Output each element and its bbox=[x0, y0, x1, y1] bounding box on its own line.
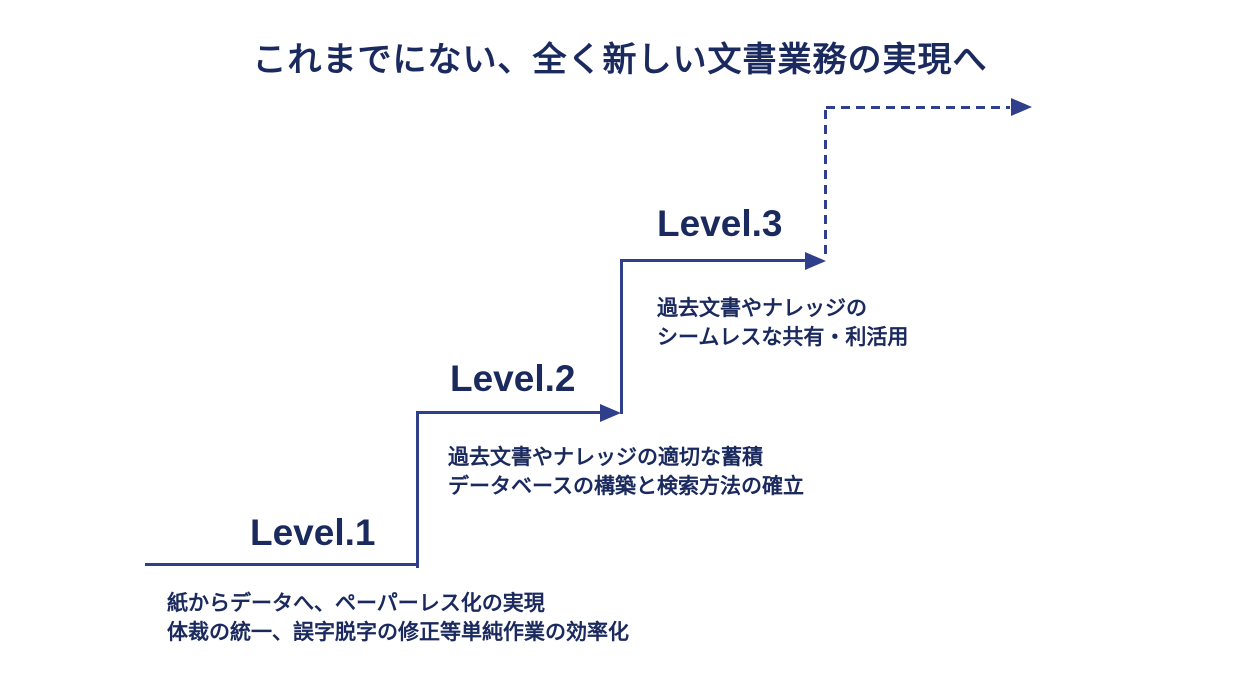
step1-riser-line bbox=[416, 411, 419, 568]
level-2-description-line-1: 過去文書やナレッジの適切な蓄積 bbox=[448, 446, 763, 469]
level-2-description: 過去文書やナレッジの適切な蓄積 データベースの構築と検索方法の確立 bbox=[448, 443, 804, 501]
level-1-label: Level.1 bbox=[250, 512, 376, 553]
level-3-description: 過去文書やナレッジの シームレスな共有・利活用 bbox=[657, 294, 908, 352]
step2-floor-line bbox=[416, 411, 602, 414]
future-arrow-right-icon bbox=[1011, 98, 1032, 116]
level-1-description-line-1: 紙からデータへ、ペーパーレス化の実現 bbox=[167, 592, 545, 615]
step3-floor-line bbox=[620, 259, 807, 262]
step3-arrow-right-icon bbox=[805, 252, 826, 270]
step2-arrow-right-icon bbox=[600, 404, 621, 422]
future-dashed-top-line bbox=[826, 106, 1010, 109]
step2-riser-line bbox=[620, 259, 623, 414]
level-1-description: 紙からデータへ、ペーパーレス化の実現 体裁の統一、誤字脱字の修正等単純作業の効率… bbox=[167, 589, 629, 647]
level-3-description-line-2: シームレスな共有・利活用 bbox=[657, 326, 909, 349]
page-title: これまでにない、全く新しい文書業務の実現へ bbox=[252, 41, 988, 79]
future-dashed-riser-line bbox=[824, 110, 827, 260]
level-1-description-line-2: 体裁の統一、誤字脱字の修正等単純作業の効率化 bbox=[167, 621, 629, 644]
level-2-description-line-2: データベースの構築と検索方法の確立 bbox=[448, 475, 804, 498]
step1-floor-line bbox=[145, 563, 419, 566]
level-3-label: Level.3 bbox=[657, 203, 783, 244]
level-3-description-line-1: 過去文書やナレッジの bbox=[657, 297, 867, 320]
level-2-label: Level.2 bbox=[450, 358, 576, 399]
